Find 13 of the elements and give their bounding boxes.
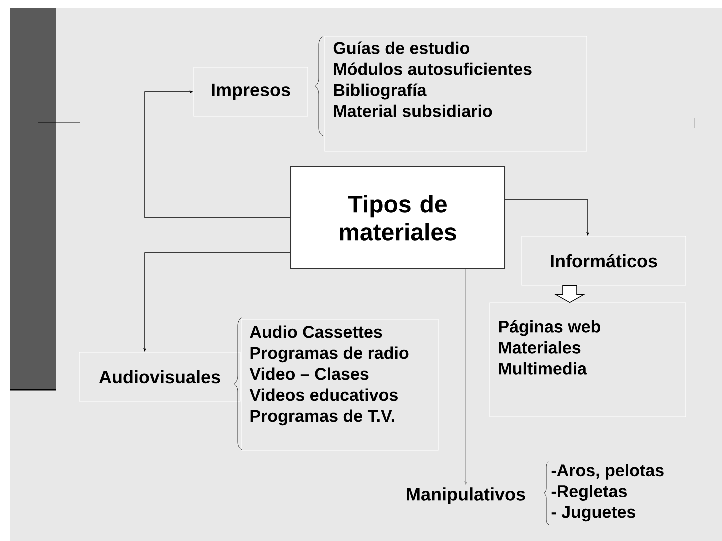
- title-box: Tipos de materiales: [290, 166, 506, 270]
- list-item: -Regletas: [552, 485, 628, 501]
- category-box: Informáticos: [522, 236, 686, 286]
- list-box: Audio Cassettes Programas de radio Video – Clases Videos educativos Programas de T.V.: [241, 319, 439, 451]
- category-box: Audiovisuales: [79, 352, 241, 402]
- list-box: Páginas web Materiales Multimedia: [490, 302, 686, 418]
- category-label: Manipulativos: [407, 488, 526, 504]
- arrow: [144, 90, 291, 218]
- block-arrow: [554, 285, 586, 304]
- category-box: Impresos: [194, 67, 308, 117]
- list-item: -Aros, pelotas: [552, 464, 664, 480]
- list-item: - Juguetes: [552, 506, 636, 522]
- list-box: Guías de estudio Módulos autosuficientes Bibliografía Material subsidiario: [324, 36, 588, 152]
